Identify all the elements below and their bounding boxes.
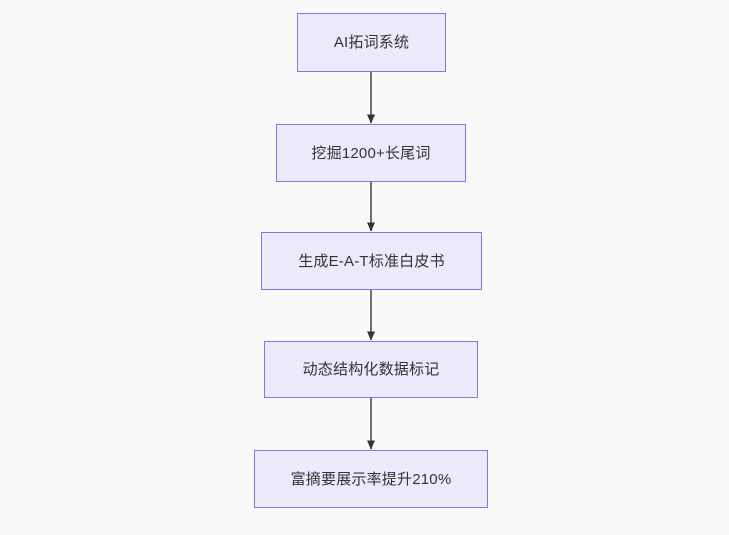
flow-node-label: 富摘要展示率提升210% [290, 470, 452, 488]
flow-node-dynamic-structured-data-markup[interactable]: 动态结构化数据标记 [264, 341, 478, 398]
flow-node-generate-eat-whitepaper[interactable]: 生成E-A-T标准白皮书 [261, 232, 482, 290]
flow-node-label: 动态结构化数据标记 [302, 361, 440, 378]
flow-node-label: 挖掘1200+长尾词 [311, 144, 431, 162]
flow-node-mine-longtail-keywords[interactable]: 挖掘1200+长尾词 [276, 124, 466, 182]
flow-node-rich-snippet-impression-uplift[interactable]: 富摘要展示率提升210% [254, 450, 488, 508]
flow-node-ai-keyword-system[interactable]: AI拓词系统 [297, 13, 446, 72]
flow-node-label: AI拓词系统 [333, 34, 410, 51]
flow-node-label: 生成E-A-T标准白皮书 [298, 252, 445, 270]
